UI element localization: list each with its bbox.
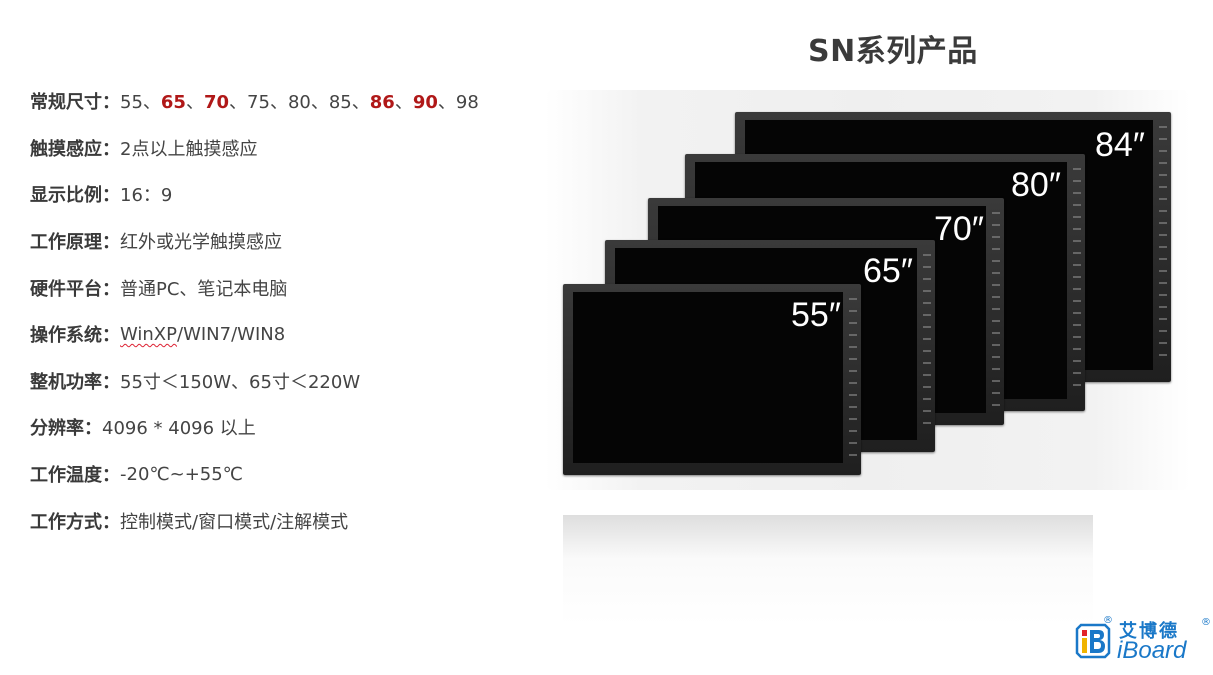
- size-option: 86: [369, 92, 395, 114]
- spec-value-hardware: 普通PC、笔记本电脑: [120, 278, 288, 300]
- spec-value-os: /WIN7/WIN8: [177, 323, 286, 345]
- spec-list: 常规尺寸： 55、65、70、75、80、85、86、90、98 触摸感应： 2…: [30, 78, 550, 544]
- spec-os: 操作系统： WinXP/WIN7/WIN8: [30, 311, 550, 358]
- page-title: SN系列产品: [808, 34, 978, 69]
- size-separator: 、: [351, 92, 370, 114]
- monitor-55: 55″: [563, 284, 861, 475]
- size-separator: 、: [437, 92, 456, 114]
- size-separator: 、: [185, 92, 204, 114]
- size-option: 80: [287, 92, 311, 114]
- size-option: 55: [120, 92, 143, 114]
- spec-sizes: 常规尺寸： 55、65、70、75、80、85、86、90、98: [30, 78, 550, 125]
- logo-registered-mark: ®: [1103, 615, 1113, 626]
- size-option: 85: [328, 92, 352, 114]
- monitor-size-label: 65″: [863, 252, 913, 290]
- iboard-logo: ® 艾博德 ® iBoard: [1073, 615, 1213, 667]
- spec-label-hardware: 硬件平台：: [30, 278, 120, 300]
- iboard-logo-icon: [1075, 623, 1111, 659]
- spec-hardware: 硬件平台： 普通PC、笔记本电脑: [30, 264, 550, 311]
- spec-value-power: 55寸＜150W、65寸＜220W: [120, 371, 361, 393]
- spec-touch: 触摸感应： 2点以上触摸感应: [30, 125, 550, 172]
- spec-label-os: 操作系统：: [30, 325, 120, 347]
- spec-value-os-underlined: WinXP: [120, 323, 177, 345]
- spec-label-principle: 工作原理：: [30, 232, 120, 254]
- spec-resolution: 分辨率： 4096 * 4096 以上: [30, 404, 550, 451]
- size-separator: 、: [229, 92, 248, 114]
- spec-ratio: 显示比例： 16：9: [30, 171, 550, 218]
- monitor-size-label: 84″: [1095, 126, 1145, 164]
- size-separator: 、: [142, 92, 161, 114]
- spec-value-touch: 2点以上触摸感应: [120, 138, 258, 160]
- size-option: 75: [247, 92, 270, 114]
- monitor-size-label: 80″: [1011, 166, 1061, 204]
- logo-english-name: iBoard: [1117, 637, 1187, 664]
- monitor-size-label: 70″: [934, 210, 984, 248]
- spec-label-resolution: 分辨率：: [30, 418, 102, 440]
- spec-value-resolution: 4096 * 4096 以上: [102, 418, 256, 440]
- spec-value-temperature: -20℃~+55℃: [120, 463, 243, 485]
- spec-label-touch: 触摸感应：: [30, 138, 120, 160]
- spec-label-ratio: 显示比例：: [30, 185, 120, 207]
- spec-label-temperature: 工作温度：: [30, 465, 120, 487]
- size-option: 90: [412, 92, 438, 114]
- size-option: 98: [455, 92, 479, 114]
- size-separator: 、: [269, 92, 288, 114]
- size-separator: 、: [310, 92, 329, 114]
- spec-value-sizes: 55、65、70、75、80、85、86、90、98: [120, 88, 479, 114]
- size-option: 70: [203, 92, 230, 114]
- spec-label-power: 整机功率：: [30, 371, 120, 393]
- spec-value-ratio: 16：9: [120, 185, 173, 207]
- spec-label-mode: 工作方式：: [30, 511, 120, 533]
- spec-label-sizes: 常规尺寸：: [30, 92, 120, 114]
- spec-power: 整机功率： 55寸＜150W、65寸＜220W: [30, 358, 550, 405]
- spec-value-mode: 控制模式/窗口模式/注解模式: [120, 511, 349, 533]
- product-image: 84″ 80″ 70″ 65″ 55″: [545, 90, 1190, 630]
- logo-registered-mark: ®: [1201, 617, 1211, 628]
- spec-principle: 工作原理： 红外或光学触摸感应: [30, 218, 550, 265]
- spec-mode: 工作方式： 控制模式/窗口模式/注解模式: [30, 497, 550, 544]
- monitor-size-label: 55″: [791, 296, 841, 334]
- spec-temperature: 工作温度： -20℃~+55℃: [30, 451, 550, 498]
- size-separator: 、: [394, 92, 413, 114]
- logo-chinese-name: 艾博德: [1119, 621, 1179, 642]
- spec-value-principle: 红外或光学触摸感应: [120, 232, 282, 254]
- product-reflection: [563, 515, 1093, 625]
- size-option: 65: [160, 92, 186, 114]
